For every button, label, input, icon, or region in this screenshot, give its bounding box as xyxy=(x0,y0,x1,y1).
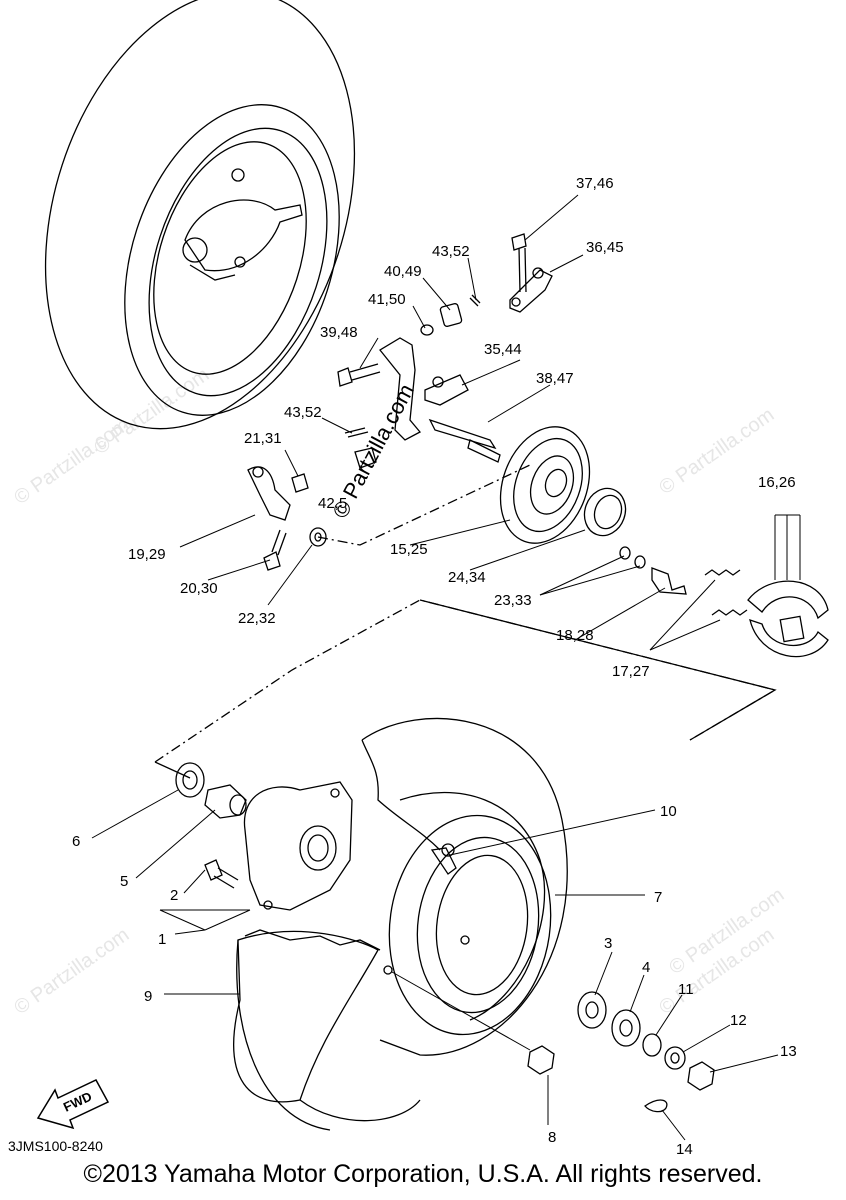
assembly-reference-lines xyxy=(154,464,777,763)
callout-13: 13 xyxy=(780,1043,797,1060)
reference-wheel xyxy=(44,0,356,430)
callout-43-52: 43,52 xyxy=(432,243,470,260)
forward-direction-arrow: FWD xyxy=(36,1079,110,1130)
watermark: © Partzilla.com xyxy=(10,924,133,1019)
callout-40-49: 40,49 xyxy=(384,263,422,280)
copyright-notice: ©2013 Yamaha Motor Corporation, U.S.A. A… xyxy=(83,1160,763,1188)
callout-24-34: 24,34 xyxy=(448,569,486,586)
knuckle-assembly xyxy=(247,233,829,658)
callout-12: 12 xyxy=(730,1012,747,1029)
callout-35-44: 35,44 xyxy=(484,341,522,358)
callout-17-27: 17,27 xyxy=(612,663,650,680)
callout-19-29: 19,29 xyxy=(128,546,166,563)
diagram-code: 3JMS100-8240 xyxy=(8,1138,103,1154)
callout-22-32: 22,32 xyxy=(238,610,276,627)
callout-18-28: 18,28 xyxy=(556,627,594,644)
callout-42-51: 42,5 xyxy=(318,495,347,512)
callout-21-31: 21,31 xyxy=(244,430,282,447)
callout-4: 4 xyxy=(642,959,650,976)
callout-16-26: 16,26 xyxy=(758,474,796,491)
watermark: © Partzilla.com xyxy=(90,364,213,459)
callout-14: 14 xyxy=(676,1141,693,1158)
callout-8: 8 xyxy=(548,1129,556,1146)
callout-15-25: 15,25 xyxy=(390,541,428,558)
drawing-layer xyxy=(44,0,829,1141)
assembly-reference-line xyxy=(419,599,777,741)
callout-3: 3 xyxy=(604,935,612,952)
callout-23-33: 23,33 xyxy=(494,592,532,609)
callout-39-48: 39,48 xyxy=(320,324,358,341)
callout-5: 5 xyxy=(120,873,128,890)
callout-20-30: 20,30 xyxy=(180,580,218,597)
callout-36-45: 36,45 xyxy=(586,239,624,256)
leader-lines xyxy=(91,194,801,1141)
callout-labels: 37,46 36,45 43,52 40,49 41,50 39,48 35,4… xyxy=(72,175,797,1158)
callout-7: 7 xyxy=(654,889,662,906)
callout-41-50: 41,50 xyxy=(368,291,406,308)
front-wheel-assembly xyxy=(175,717,715,1131)
callout-11: 11 xyxy=(678,981,694,998)
watermark-layer: © Partzilla.com © Partzilla.com © Partzi… xyxy=(10,364,788,1019)
callout-38-47: 38,47 xyxy=(536,370,574,387)
callout-1: 1 xyxy=(158,931,166,948)
callout-9: 9 xyxy=(144,988,152,1005)
callout-10: 10 xyxy=(660,803,677,820)
callout-6: 6 xyxy=(72,833,80,850)
callout-37-46: 37,46 xyxy=(576,175,614,192)
callout-43-52-lower: 43,52 xyxy=(284,404,322,421)
callout-2: 2 xyxy=(170,887,178,904)
